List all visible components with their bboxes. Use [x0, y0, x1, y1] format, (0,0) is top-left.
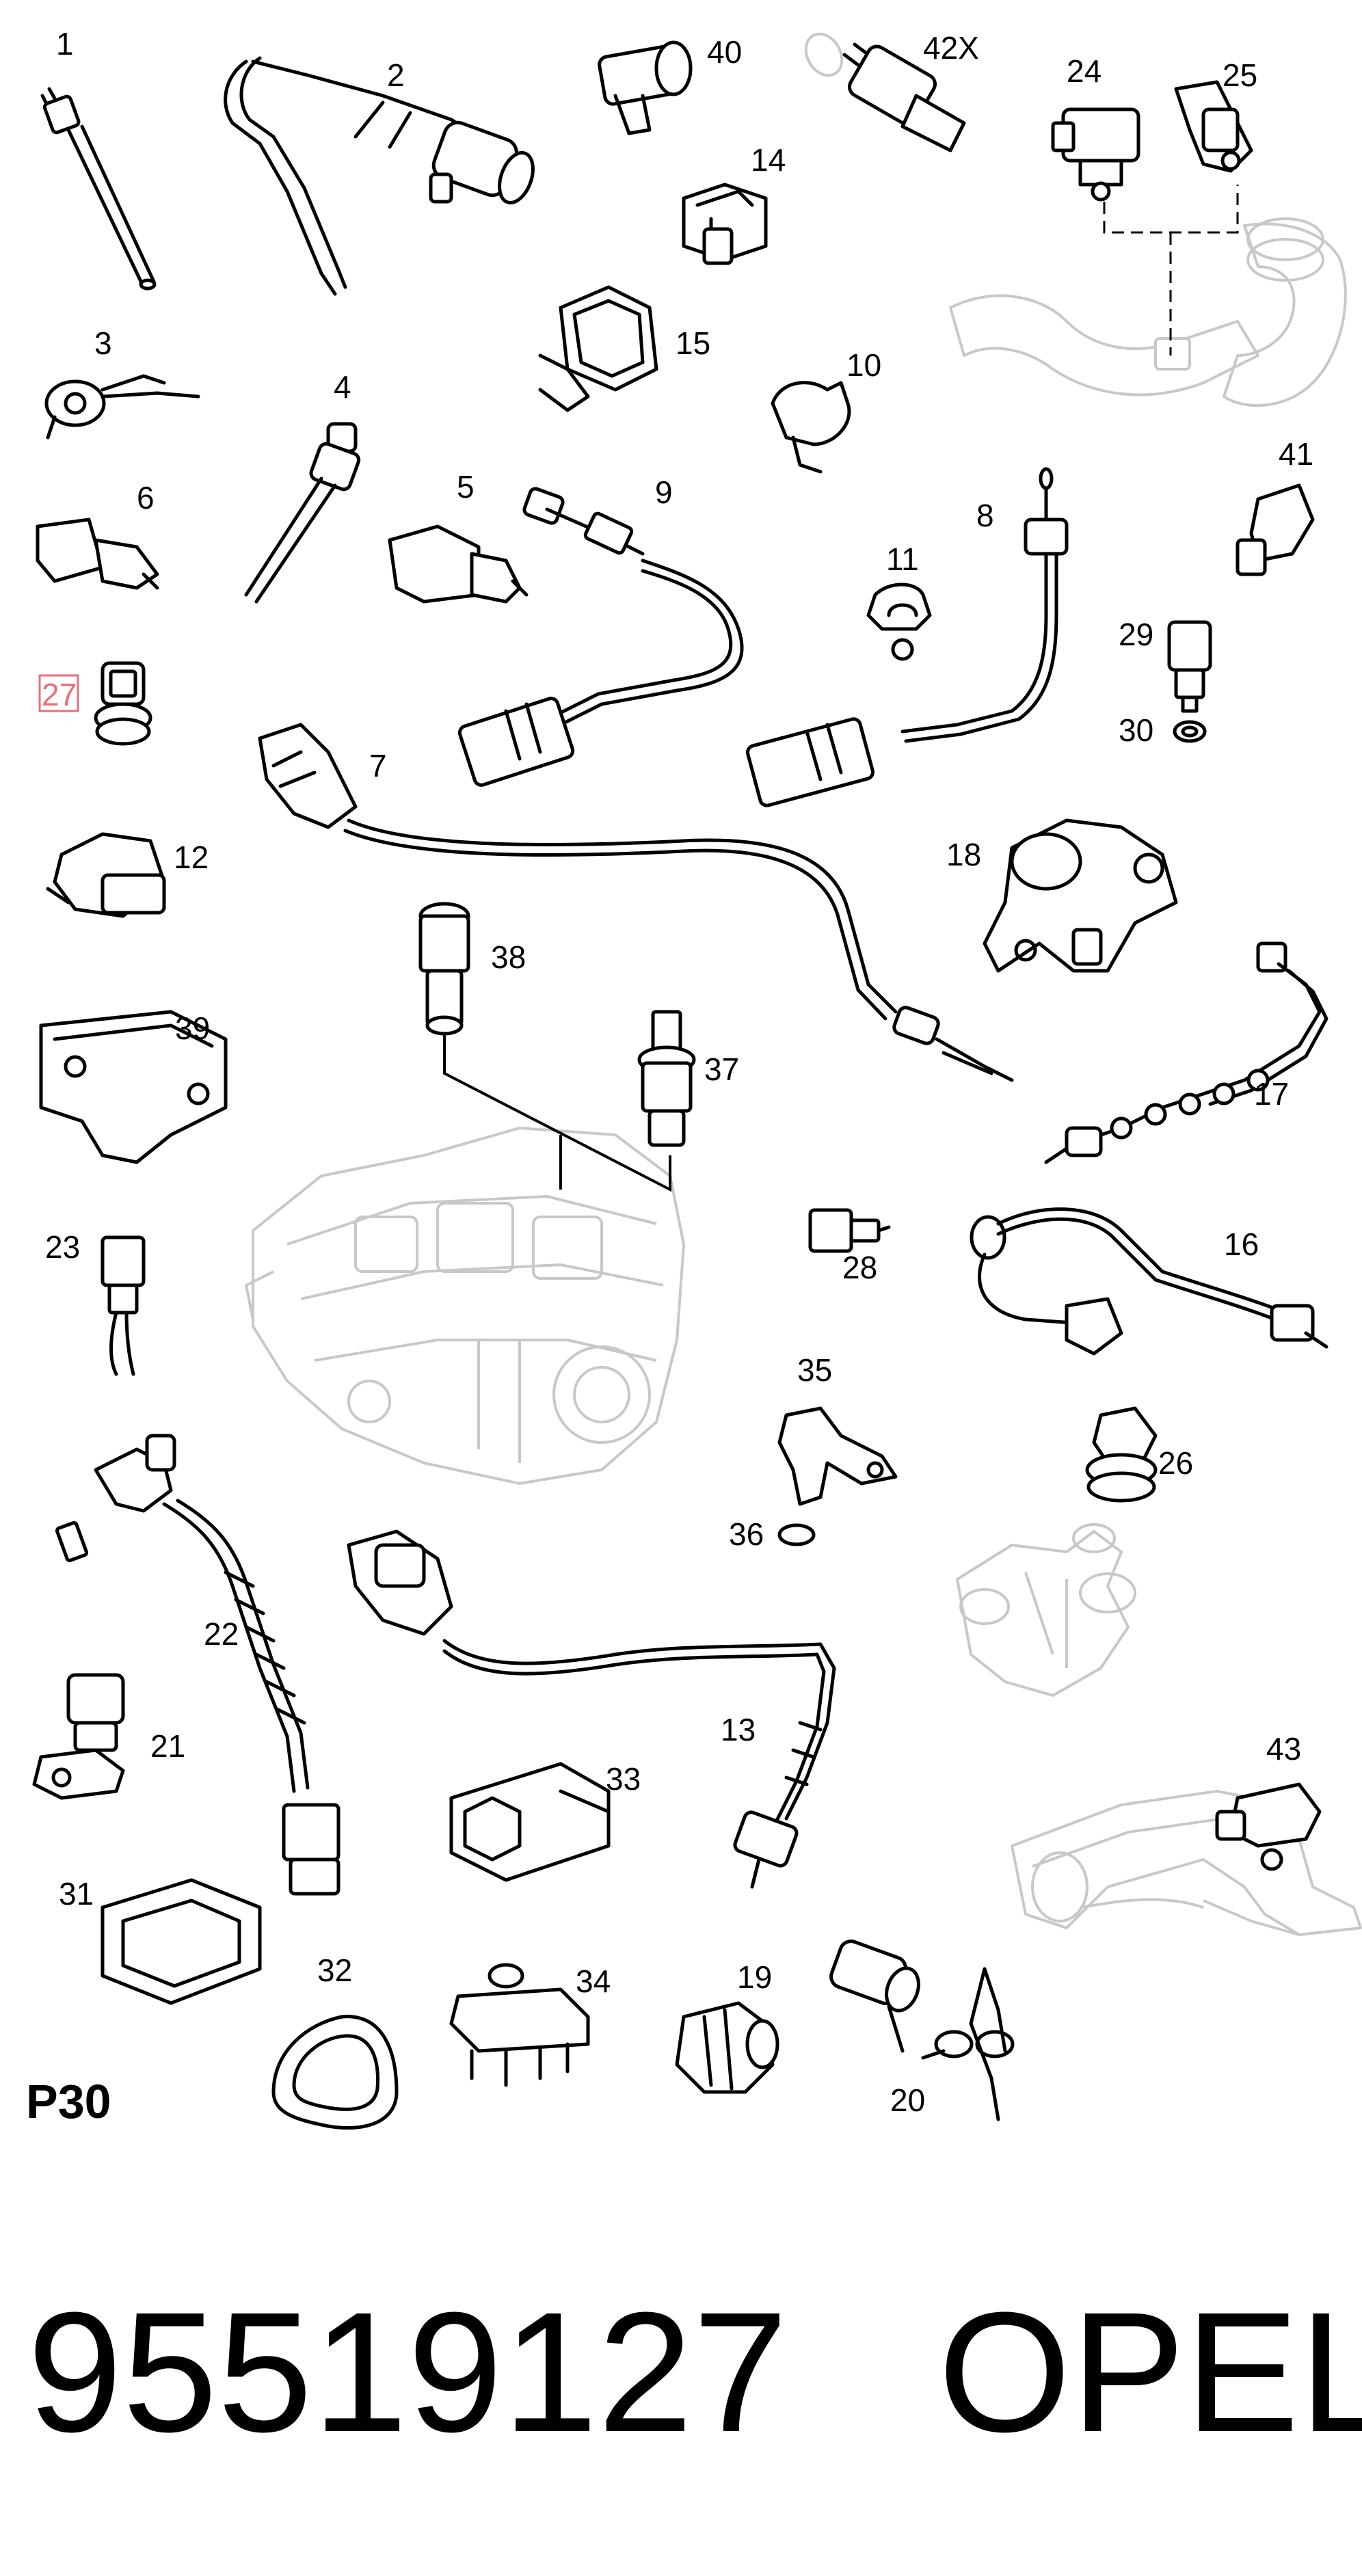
callout-label: 14 [751, 142, 786, 178]
callout-label: 18 [946, 837, 981, 872]
callout-label: 31 [59, 1876, 94, 1911]
callout-label: 43 [1266, 1731, 1301, 1767]
highlight-box [38, 674, 79, 712]
brand-name: OPEL [938, 2277, 1362, 2467]
part-21-sensor [32, 1673, 125, 1800]
part-13-oxygen-sensor [347, 1529, 836, 1889]
callout-label: 10 [846, 347, 881, 383]
part-25-sensor [1174, 80, 1253, 173]
part-36-o-ring [777, 1523, 816, 1546]
part-11-clip [866, 582, 932, 661]
part-3-sensor-with-bracket [44, 374, 200, 440]
part-20-sensor-with-bracket [829, 1940, 1015, 2121]
callout-label: 1 [56, 26, 74, 62]
part-2-temperature-sender [224, 56, 535, 296]
callout-label: 11 [886, 541, 919, 577]
callout-label: 12 [174, 840, 209, 875]
part-37-sensor [637, 1010, 696, 1147]
leader-38-37 [443, 1032, 671, 1192]
callout-label: 28 [842, 1250, 877, 1285]
part-35-cam-sensor [777, 1406, 898, 1506]
part-6-sensor [36, 518, 159, 590]
part-40-sensor [598, 40, 693, 135]
part-18-crank-sensor [983, 818, 1178, 973]
intake-hose-ghost [949, 217, 1347, 407]
part-41-sensor [1236, 483, 1315, 576]
part-31-gasket [101, 1878, 262, 2005]
part-23-connector [101, 1235, 146, 1376]
callout-label: 41 [1279, 436, 1313, 472]
part-43-pressure-sensor [1215, 1782, 1322, 1871]
part-14-clip [682, 183, 768, 265]
thermostat-housing-ghost [956, 1523, 1136, 1697]
part-33-module [449, 1762, 611, 1882]
part-1-sensor-probe [40, 87, 157, 291]
callout-label: 19 [737, 1959, 772, 1995]
part-19-sensor [675, 2001, 779, 2094]
part-17-wheel-speed-sensor [1044, 941, 1328, 1164]
part-5-temperature-sensor [388, 524, 529, 604]
callout-label: 35 [797, 1352, 832, 1388]
part-34-holder [449, 1963, 590, 2087]
callout-label-highlighted: 27 [42, 677, 77, 712]
callout-label: 26 [1158, 1445, 1193, 1481]
callout-label: 23 [45, 1229, 80, 1265]
callout-label: 16 [1224, 1226, 1259, 1262]
part-4-sensor-probe [244, 422, 361, 604]
callout-label: 15 [676, 325, 710, 361]
part-42X-pressure-switch [804, 32, 966, 152]
part-26-coolant-sensor [1085, 1406, 1158, 1503]
callout-label: 5 [457, 469, 475, 505]
callout-label: 24 [1067, 53, 1101, 89]
callout-label: 17 [1254, 1076, 1289, 1112]
part-16-abs-sensor [970, 1207, 1328, 1356]
callout-label: 34 [576, 1963, 611, 1999]
part-12-bracket [46, 832, 166, 918]
callout-label: 7 [369, 748, 387, 783]
callout-label: 40 [707, 34, 742, 70]
callout-label: 2 [387, 57, 405, 93]
part-number: 95519127 [27, 2277, 788, 2467]
callout-label: 6 [137, 480, 155, 515]
callout-label: 29 [1119, 617, 1153, 652]
part-7-oxygen-sensor-long [258, 723, 1014, 1082]
callout-label: 25 [1223, 57, 1257, 93]
part-27-coolant-sensor [94, 661, 152, 746]
callout-label: 21 [150, 1728, 185, 1764]
part-39-module [39, 1010, 228, 1164]
callout-label: 20 [890, 2082, 925, 2118]
callout-label: 38 [491, 939, 526, 975]
callout-label: 32 [317, 1953, 352, 1988]
leader-24-25 [1103, 185, 1239, 355]
part-30-washer [1173, 720, 1207, 743]
part-32-seal [271, 2015, 399, 2130]
callout-label: 9 [655, 474, 673, 510]
part-28-switch [808, 1208, 891, 1253]
callout-label: 33 [606, 1761, 641, 1797]
part-10-clip [771, 381, 851, 474]
callout-label: 42X [923, 30, 979, 66]
callout-label: 22 [204, 1616, 239, 1652]
part-24-map-sensor [1051, 107, 1140, 202]
part-22-knock-sensor-harness [55, 1434, 340, 1896]
callout-label: 4 [334, 369, 351, 405]
callout-label: 3 [94, 325, 112, 361]
callout-label: 39 [175, 1010, 210, 1046]
callout-label: 8 [976, 498, 994, 533]
callout-label: 13 [721, 1712, 756, 1747]
callout-label: 36 [729, 1516, 764, 1552]
gearbox-housing-ghost [245, 1126, 686, 1486]
part-15-bracket [538, 285, 658, 412]
callout-label: 37 [704, 1051, 739, 1087]
sheet-code: P30 [26, 2075, 111, 2128]
callout-labels: 1 2 3 4 5 6 27 12 40 42X 14 15 10 24 25 … [38, 26, 1313, 2118]
part-38-sensor [418, 902, 470, 1036]
part-9-oxygen-sensor [457, 487, 744, 787]
part-29-switch [1167, 620, 1212, 713]
callout-label: 30 [1119, 712, 1153, 748]
part-8-exhaust-temp-sensor [745, 467, 1069, 807]
